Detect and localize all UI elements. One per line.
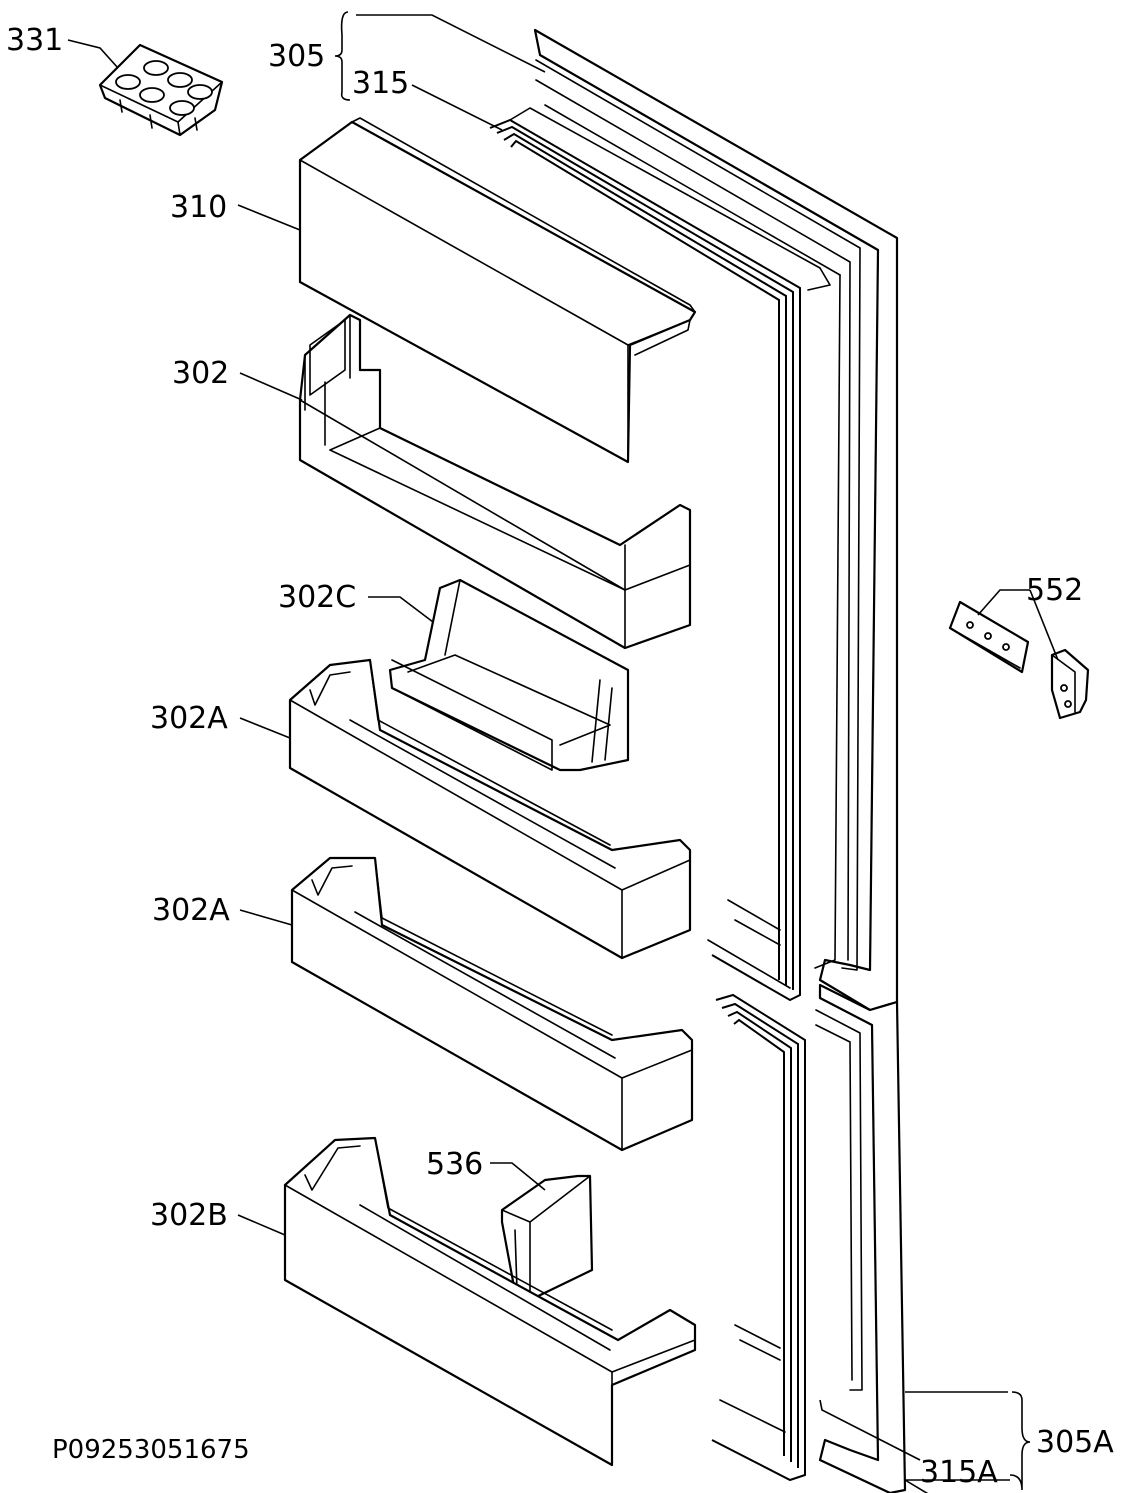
part-labels: 331 305 315 310 302 302C 302A 302A 536 3… — [6, 23, 1114, 1490]
label-315: 315 — [352, 66, 409, 101]
upper-door-seal — [489, 107, 831, 1002]
label-331: 331 — [6, 23, 63, 58]
dairy-cover — [298, 117, 697, 464]
hinge-brackets — [948, 600, 1090, 720]
label-315a: 315A — [920, 1455, 998, 1490]
door-bin-2 — [290, 856, 694, 1152]
drawing-number: P09253051675 — [52, 1435, 250, 1465]
label-302: 302 — [172, 356, 229, 391]
bin-divider — [500, 1174, 594, 1302]
label-310: 310 — [170, 190, 227, 225]
label-305: 305 — [268, 39, 325, 74]
label-302a-second: 302A — [152, 893, 230, 928]
label-305a: 305A — [1036, 1425, 1114, 1460]
small-hinged-box — [388, 578, 630, 772]
upper-door-panel — [533, 28, 899, 1012]
label-302b: 302B — [150, 1198, 228, 1233]
label-536: 536 — [426, 1147, 483, 1182]
lower-door-panel — [815, 983, 907, 1493]
door-bin-1 — [288, 658, 692, 960]
upper-door-bin — [298, 313, 692, 650]
label-302c: 302C — [278, 580, 356, 615]
label-302a-first: 302A — [150, 701, 228, 736]
egg-tray — [98, 43, 224, 137]
bottom-door-bin — [283, 1136, 697, 1467]
leader-lines — [67, 11, 1059, 1493]
label-552: 552 — [1026, 573, 1083, 608]
lower-door-seal — [711, 993, 806, 1482]
